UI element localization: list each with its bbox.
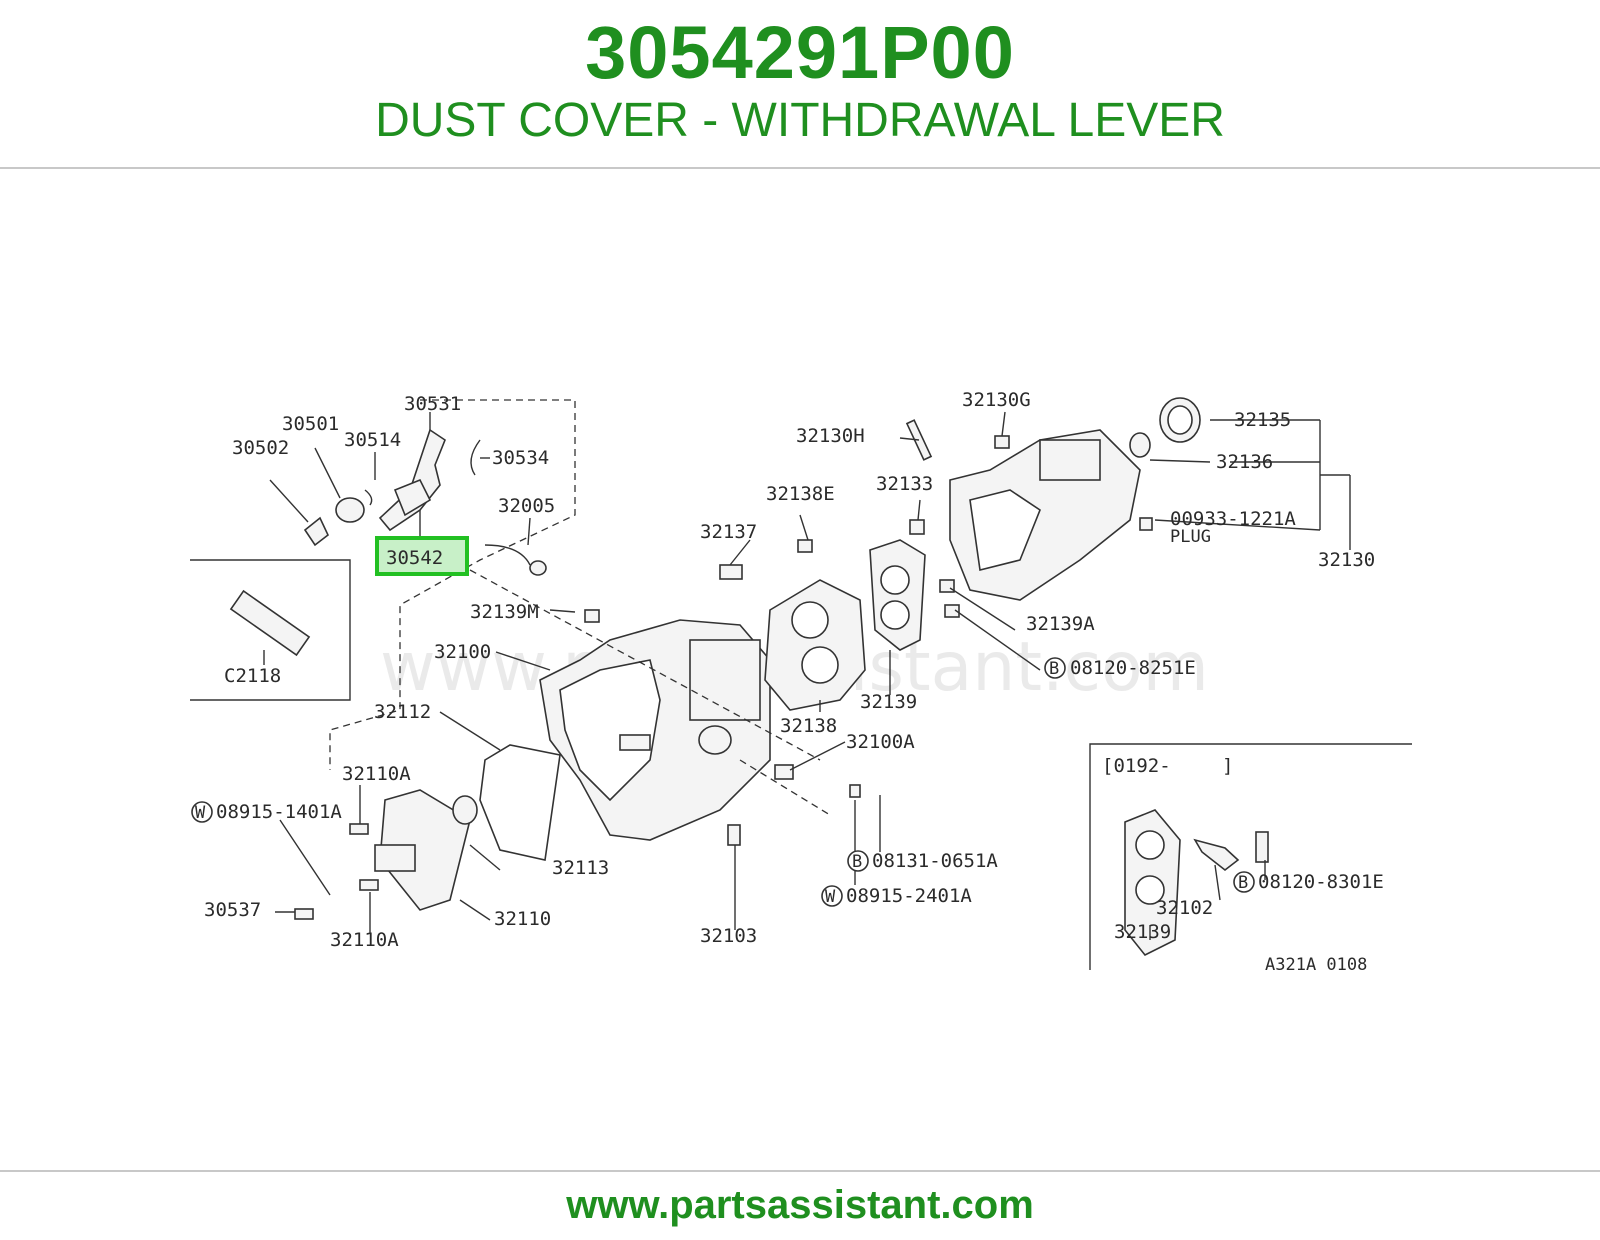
label-32137[interactable]: 32137	[700, 521, 757, 543]
parts-diagram-svg: www.partsassistant.com	[190, 389, 1412, 975]
label-30501[interactable]: 30501	[282, 413, 339, 435]
label-32133[interactable]: 32133	[876, 473, 933, 495]
label-32139-inset[interactable]: 32139	[1114, 921, 1171, 943]
page-header: 3054291P00 DUST COVER - WITHDRAWAL LEVER	[0, 0, 1600, 168]
inset-c2118	[190, 559, 351, 701]
bearing-32135	[1129, 397, 1201, 458]
header-divider	[0, 167, 1600, 169]
label-08131-0651a[interactable]: 08131-0651A	[872, 850, 998, 872]
adapter-plate-32138	[764, 579, 866, 711]
label-32136[interactable]: 32136	[1216, 451, 1273, 473]
label-30531[interactable]: 30531	[404, 393, 461, 415]
label-08120-8301e[interactable]: 08120-8301E	[1258, 871, 1384, 893]
mark-b-4: B	[1238, 873, 1248, 893]
footer-divider	[0, 1170, 1600, 1172]
highlight-box-30542	[375, 536, 469, 576]
label-32103[interactable]: 32103	[700, 925, 757, 947]
leader-lines	[269, 411, 1351, 934]
label-32100a[interactable]: 32100A	[846, 731, 915, 753]
bolt-mark-b-icon	[1044, 657, 1066, 679]
parts-diagram: www.partsassistant.com	[180, 340, 1420, 1010]
label-08120-8251e[interactable]: 08120-8251E	[1070, 657, 1196, 679]
part-labels: 30531 30501 30514 30502 30534 32005 3213…	[191, 389, 1384, 975]
label-0192-range-end: ]	[1222, 755, 1233, 777]
label-32138e[interactable]: 32138E	[766, 483, 835, 505]
label-32113[interactable]: 32113	[552, 857, 609, 879]
label-c2118[interactable]: C2118	[224, 665, 281, 687]
label-32138[interactable]: 32138	[780, 715, 837, 737]
plate-32139	[869, 539, 926, 651]
label-30502[interactable]: 30502	[232, 437, 289, 459]
label-32110a-top[interactable]: 32110A	[342, 763, 411, 785]
label-32139m[interactable]: 32139M	[470, 601, 539, 623]
label-0192-range-start: [0192-	[1102, 755, 1171, 777]
label-32139a[interactable]: 32139A	[1026, 613, 1095, 635]
mark-b-2: B	[852, 852, 862, 872]
washer-mark-w-icon	[191, 801, 213, 823]
front-cover-group	[374, 744, 561, 911]
mark-w-3: W	[825, 887, 836, 907]
label-32100[interactable]: 32100	[434, 641, 491, 663]
clutch-lever-group	[303, 399, 576, 770]
label-32110[interactable]: 32110	[494, 908, 551, 930]
label-32112[interactable]: 32112	[374, 701, 431, 723]
diagram-code: A321A 0108	[1265, 955, 1367, 975]
label-30542-highlighted[interactable]: 30542	[386, 547, 443, 569]
extension-housing-32130	[949, 429, 1141, 601]
transmission-case	[539, 619, 771, 841]
part-number-title: 3054291P00	[585, 11, 1015, 94]
label-32005[interactable]: 32005	[498, 495, 555, 517]
label-32130h[interactable]: 32130H	[796, 425, 865, 447]
mark-b-1: B	[1049, 659, 1059, 679]
part-description: DUST COVER - WITHDRAWAL LEVER	[375, 94, 1225, 147]
label-00933-1221a[interactable]: 00933-1221A	[1170, 508, 1296, 530]
label-plug[interactable]: PLUG	[1170, 527, 1211, 547]
label-32110a-bottom[interactable]: 32110A	[330, 929, 399, 951]
label-08915-1401a[interactable]: 08915-1401A	[216, 801, 342, 823]
footer-website-link[interactable]: www.partsassistant.com	[566, 1183, 1034, 1227]
label-32102[interactable]: 32102	[1156, 897, 1213, 919]
label-30534[interactable]: 30534	[492, 447, 549, 469]
mark-w-0: W	[195, 803, 206, 823]
label-32135[interactable]: 32135	[1234, 409, 1291, 431]
label-08915-2401a[interactable]: 08915-2401A	[846, 885, 972, 907]
label-30514[interactable]: 30514	[344, 429, 401, 451]
label-32139[interactable]: 32139	[860, 691, 917, 713]
inset-0192	[1089, 743, 1412, 970]
label-30537[interactable]: 30537	[204, 899, 261, 921]
bolt-mark-b2-icon	[847, 850, 869, 872]
label-32130[interactable]: 32130	[1318, 549, 1375, 571]
label-32130g[interactable]: 32130G	[962, 389, 1031, 411]
washer-mark-w2-icon	[821, 885, 843, 907]
bolt-mark-b3-icon	[1233, 871, 1255, 893]
